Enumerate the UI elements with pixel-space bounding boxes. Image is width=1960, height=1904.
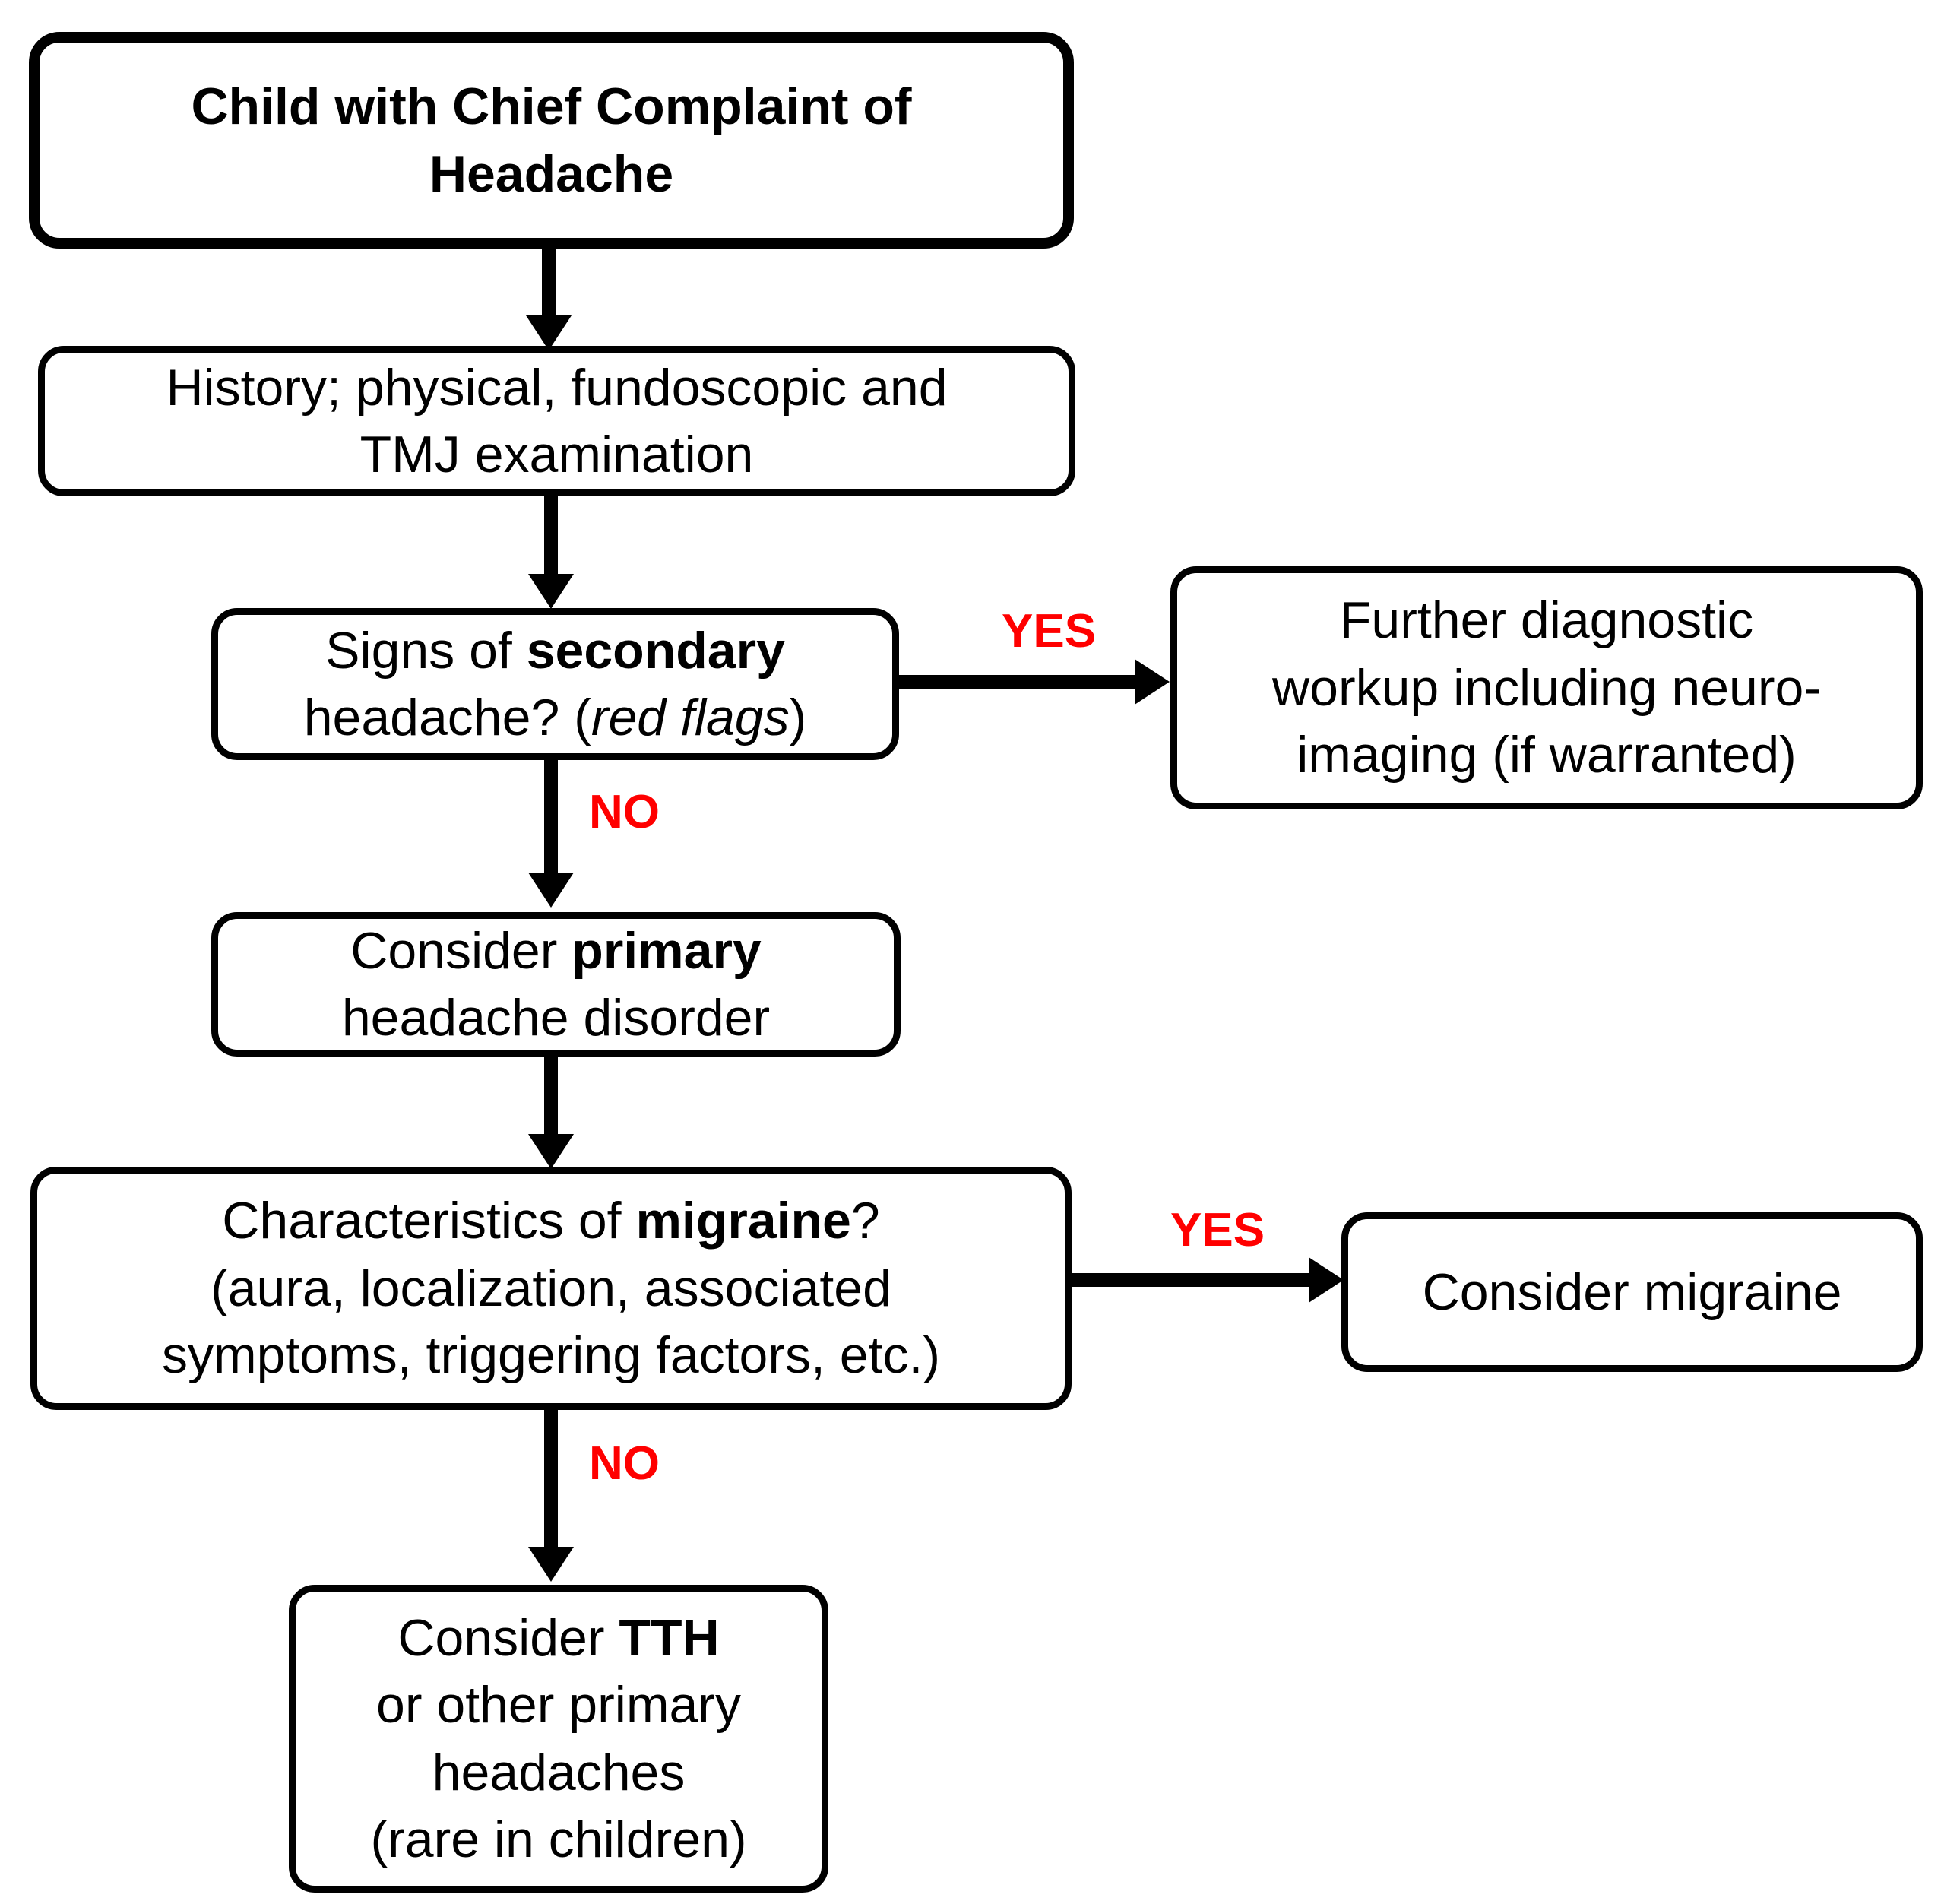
node-secondary-headache-question: Signs of secondary headache? (red flags) [211,608,899,760]
primary-disorder-line-2: headache disorder [341,989,771,1047]
node-migraine-question: Characteristics of migraine? (aura, loca… [30,1167,1072,1410]
node-consider-migraine: Consider migraine [1341,1212,1923,1372]
primary-disorder-line1-prefix: Consider [350,921,572,980]
edge-label-secondary-no: NO [589,786,660,838]
chief-complaint-line-1: Child with Chief Complaint of [191,78,912,136]
node-consider-primary-disorder: Consider primary headache disorder [211,912,901,1057]
edge-label-migraine-yes: YES [1170,1204,1265,1256]
secondary-question-line2-suffix: ) [789,689,807,746]
arrow-line-secondary-no [544,760,558,874]
arrow-line-migraine-yes [1068,1273,1311,1287]
history-exam-line-1: History; physical, fundoscopic and [166,358,948,417]
node-history-exam: History; physical, fundoscopic and TMJ e… [38,346,1075,496]
arrow-head-migraine-yes [1309,1257,1344,1303]
further-workup-line-2: workup including neuro- [1272,658,1821,717]
migraine-question-line1-emphasis: migraine [635,1192,851,1250]
arrow-head-history-to-secondary [528,574,574,609]
node-consider-tth: Consider TTH or other primary headaches … [289,1585,828,1893]
secondary-question-line2-emphasis: red flags [591,689,790,746]
consider-tth-line-4: (rare in children) [370,1810,747,1868]
arrow-head-primary-to-migraine [528,1134,574,1169]
node-chief-complaint: Child with Chief Complaint of Headache [29,32,1074,249]
arrow-line-chief-to-history [542,249,556,323]
arrow-head-migraine-no [528,1547,574,1582]
secondary-question-line2-prefix: headache? ( [303,689,591,746]
node-consider-primary-disorder-text: Consider primary headache disorder [230,917,882,1052]
secondary-question-line1-prefix: Signs of [325,621,527,680]
consider-tth-line1-emphasis: TTH [619,1608,720,1667]
node-consider-tth-text: Consider TTH or other primary headaches … [308,1605,809,1874]
migraine-question-line-2: (aura, localization, associated [211,1259,891,1317]
migraine-question-line1-prefix: Characteristics of [222,1192,636,1250]
consider-tth-line-2: or other primary [376,1676,741,1735]
node-secondary-headache-question-text: Signs of secondary headache? (red flags) [230,617,880,752]
node-history-exam-text: History; physical, fundoscopic and TMJ e… [57,354,1056,489]
arrow-line-secondary-yes [893,675,1136,689]
consider-migraine-line-1: Consider migraine [1422,1262,1842,1321]
node-consider-migraine-text: Consider migraine [1360,1259,1904,1326]
edge-label-secondary-yes: YES [1002,605,1097,657]
consider-tth-line1-prefix: Consider [397,1608,619,1667]
arrow-line-history-to-secondary [544,496,558,580]
history-exam-line-2: TMJ examination [359,426,754,483]
arrow-line-migraine-no [544,1410,558,1551]
primary-disorder-line1-emphasis: primary [572,921,762,980]
consider-tth-line-3: headaches [432,1743,686,1801]
node-chief-complaint-text: Child with Chief Complaint of Headache [52,73,1051,208]
further-workup-line-3: imaging (if warranted) [1297,726,1797,784]
further-workup-line-1: Further diagnostic [1339,591,1754,650]
arrow-head-secondary-no [528,873,574,908]
node-further-workup-text: Further diagnostic workup including neur… [1189,587,1904,788]
arrow-head-chief-to-history [526,315,572,350]
arrow-head-secondary-yes [1135,659,1170,705]
edge-label-migraine-no: NO [589,1437,660,1490]
migraine-question-line1-suffix: ? [850,1192,880,1250]
node-migraine-question-text: Characteristics of migraine? (aura, loca… [49,1187,1053,1389]
migraine-question-line-3: symptoms, triggering factors, etc.) [161,1326,941,1385]
secondary-question-line1-emphasis: secondary [526,621,785,680]
node-further-workup: Further diagnostic workup including neur… [1170,566,1923,809]
chief-complaint-line-2: Headache [429,144,674,203]
arrow-line-primary-to-migraine [544,1057,558,1140]
